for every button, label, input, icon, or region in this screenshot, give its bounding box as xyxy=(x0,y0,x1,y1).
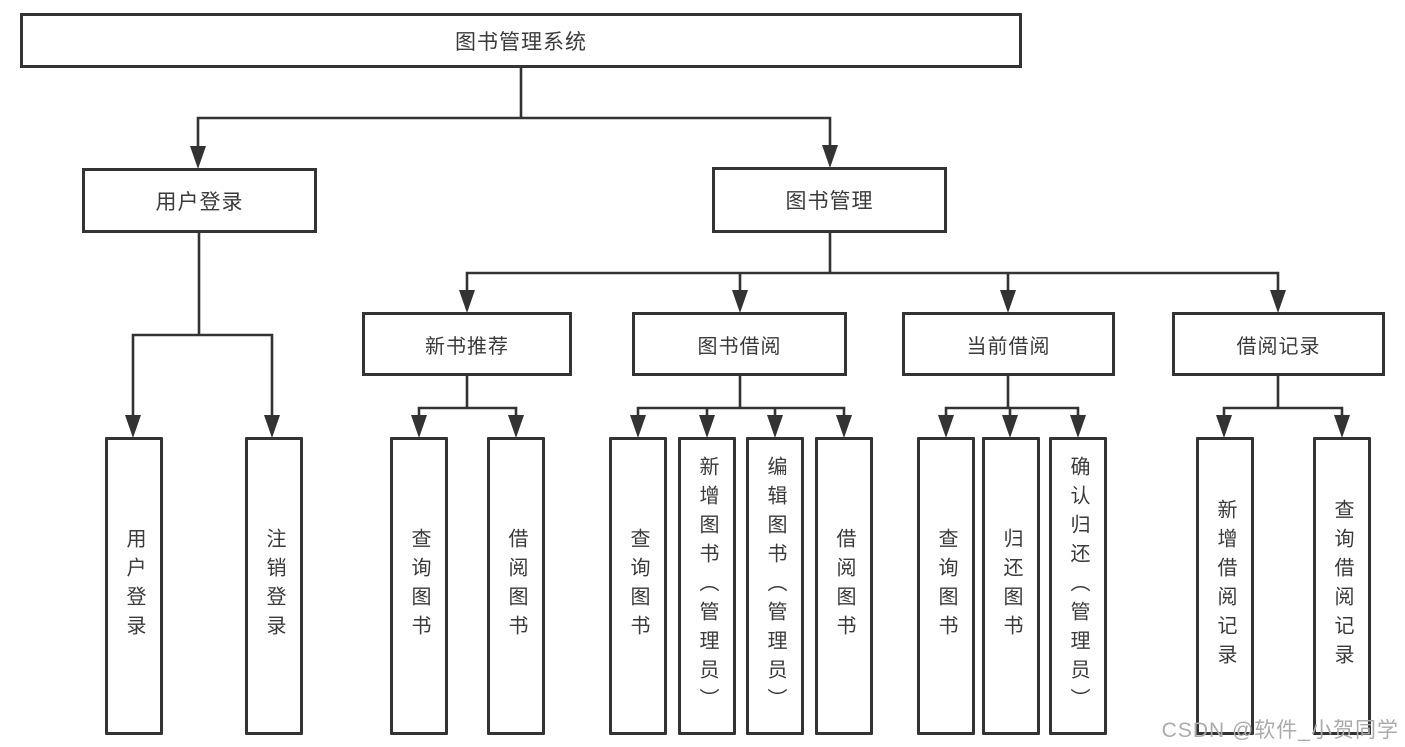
leaf-query-books-recommend: 查询图书 xyxy=(390,437,448,735)
leaf-borrow-books-borrowing-label: 借阅图书 xyxy=(833,528,855,644)
leaf-query-books-current: 查询图书 xyxy=(917,437,975,735)
leaf-query-borrow-record-label: 查询借阅记录 xyxy=(1331,499,1353,673)
leaf-query-books-current-label: 查询图书 xyxy=(935,528,957,644)
leaf-logout-label: 注销登录 xyxy=(263,528,285,644)
node-book-borrowing: 图书借阅 xyxy=(632,312,847,376)
leaf-add-borrow-record-label: 新增借阅记录 xyxy=(1214,499,1236,673)
leaf-borrow-books-recommend: 借阅图书 xyxy=(487,437,545,735)
leaf-borrow-books-borrowing: 借阅图书 xyxy=(815,437,873,735)
leaf-user-login-label: 用户登录 xyxy=(123,528,145,644)
leaf-add-books-admin: 新增图书（管理员） xyxy=(678,437,736,735)
leaf-edit-books-admin: 编辑图书（管理员） xyxy=(746,437,804,735)
leaf-edit-books-admin-label: 编辑图书（管理员） xyxy=(764,455,786,717)
leaf-query-books-borrowing: 查询图书 xyxy=(609,437,667,735)
leaf-return-books-label: 归还图书 xyxy=(1000,528,1022,644)
node-book-management: 图书管理 xyxy=(712,167,947,233)
leaf-confirm-return-admin: 确认归还（管理员） xyxy=(1049,437,1107,735)
leaf-user-login: 用户登录 xyxy=(105,437,163,735)
node-borrowing-records: 借阅记录 xyxy=(1172,312,1385,376)
node-current-borrowing: 当前借阅 xyxy=(902,312,1115,376)
node-new-book-recommendation: 新书推荐 xyxy=(362,312,572,376)
leaf-add-books-admin-label: 新增图书（管理员） xyxy=(696,455,718,717)
node-library-management-system: 图书管理系统 xyxy=(20,13,1022,68)
leaf-add-borrow-record: 新增借阅记录 xyxy=(1196,437,1254,735)
leaf-query-books-recommend-label: 查询图书 xyxy=(408,528,430,644)
leaf-confirm-return-admin-label: 确认归还（管理员） xyxy=(1067,455,1089,717)
node-user-login: 用户登录 xyxy=(82,168,317,233)
leaf-return-books: 归还图书 xyxy=(982,437,1040,735)
watermark-csdn: CSDN @软件_小贺同学 xyxy=(1161,719,1399,742)
leaf-borrow-books-recommend-label: 借阅图书 xyxy=(505,528,527,644)
leaf-logout: 注销登录 xyxy=(245,437,303,735)
leaf-query-books-borrowing-label: 查询图书 xyxy=(627,528,649,644)
leaf-query-borrow-record: 查询借阅记录 xyxy=(1313,437,1371,735)
